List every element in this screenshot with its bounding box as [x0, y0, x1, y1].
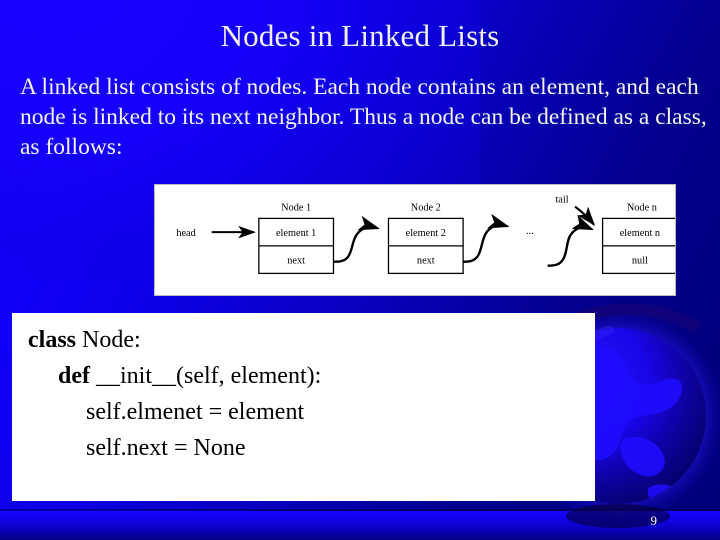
code-line: self.next = None: [28, 430, 595, 466]
figure-element-node-n: element n: [620, 228, 660, 239]
figure-pointer-node-n: null: [632, 256, 648, 267]
background-band-seam: [0, 509, 720, 511]
figure-caption-node-n: Node n: [627, 203, 657, 214]
figure-label-tail: tail: [555, 195, 568, 206]
code-text: Node:: [76, 327, 141, 353]
linked-list-figure: head Node 1 element 1 next Node 2 elemen…: [154, 184, 676, 296]
code-keyword: class: [28, 327, 76, 353]
code-text: __init__(self, element):: [90, 363, 322, 389]
figure-element-node-2: element 2: [406, 228, 446, 239]
code-keyword: def: [58, 363, 90, 389]
code-text: self.elmenet = element: [86, 399, 305, 425]
body-paragraph: A linked list consists of nodes. Each no…: [20, 74, 707, 160]
figure-label-ellipsis: ...: [526, 226, 534, 237]
code-line: def __init__(self, element):: [28, 358, 595, 394]
code-panel: class Node: def __init__(self, element):…: [12, 313, 595, 501]
figure-pointer-node-2: next: [417, 256, 435, 267]
figure-caption-node-2: Node 2: [411, 203, 441, 214]
figure-pointer-node-1: next: [287, 256, 305, 267]
background-lower-band: [0, 511, 720, 540]
code-line: class Node:: [28, 322, 595, 358]
code-line: self.elmenet = element: [28, 394, 595, 430]
figure-label-head: head: [176, 228, 196, 239]
page-number: 9: [650, 513, 658, 528]
code-text: self.next = None: [86, 435, 246, 461]
figure-caption-node-1: Node 1: [281, 203, 311, 214]
figure-element-node-1: element 1: [276, 228, 316, 239]
page-title: Nodes in Linked Lists: [220, 18, 500, 53]
